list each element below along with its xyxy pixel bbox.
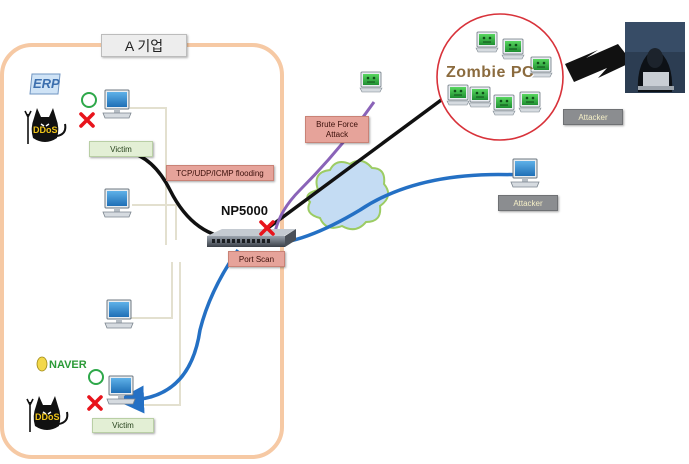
attacker-tag-right: Attacker bbox=[498, 195, 558, 211]
np5000-label: NP5000 bbox=[221, 203, 268, 218]
naver-label: NAVER bbox=[49, 359, 87, 371]
lan-lines bbox=[130, 107, 181, 406]
erp-label: ERP bbox=[33, 76, 60, 91]
erp-logo bbox=[29, 73, 61, 95]
port-scan-line-inner bbox=[116, 248, 240, 414]
np5000-switch bbox=[207, 229, 296, 247]
port-scan-tag: Port Scan bbox=[228, 251, 285, 267]
zombie-attack-line bbox=[266, 90, 454, 230]
naver-lamp-icon bbox=[36, 356, 48, 372]
link-icon-top bbox=[81, 92, 97, 108]
port-scan-line-outer bbox=[261, 172, 521, 246]
flooding-tag: TCP/UDP/ICMP flooding bbox=[166, 165, 274, 181]
victim-pc-top bbox=[102, 89, 132, 119]
brute-force-line2: Attack bbox=[325, 129, 349, 139]
attacker-tag-top: Attacker bbox=[563, 109, 623, 125]
hacker-image bbox=[625, 22, 685, 93]
victim-tag-bottom: Victim bbox=[92, 418, 154, 433]
zombie-pc-label: Zombie PC bbox=[446, 64, 535, 81]
attacker-pc bbox=[510, 158, 540, 188]
attack-arrow-icon bbox=[565, 44, 632, 82]
internet-cloud bbox=[306, 159, 390, 231]
flooding-line bbox=[114, 148, 261, 241]
block-x-top bbox=[79, 112, 95, 128]
company-title-box: A 기업 bbox=[101, 34, 187, 57]
victim-pc-bottom bbox=[106, 375, 136, 405]
block-x-bottom bbox=[87, 395, 103, 411]
link-icon-bottom bbox=[88, 369, 104, 385]
pc-lower bbox=[104, 299, 134, 329]
brute-force-line1: Brute Force bbox=[316, 119, 358, 129]
company-title: A 기업 bbox=[124, 37, 164, 54]
brute-force-tag: Brute Force Attack bbox=[305, 116, 369, 143]
pc-middle bbox=[102, 188, 132, 218]
victim-tag-top: Victim bbox=[89, 141, 153, 157]
brute-force-pc bbox=[359, 71, 383, 93]
ddos-label-bottom: DDoS bbox=[35, 412, 60, 422]
ddos-label-top: DDoS bbox=[33, 125, 58, 135]
